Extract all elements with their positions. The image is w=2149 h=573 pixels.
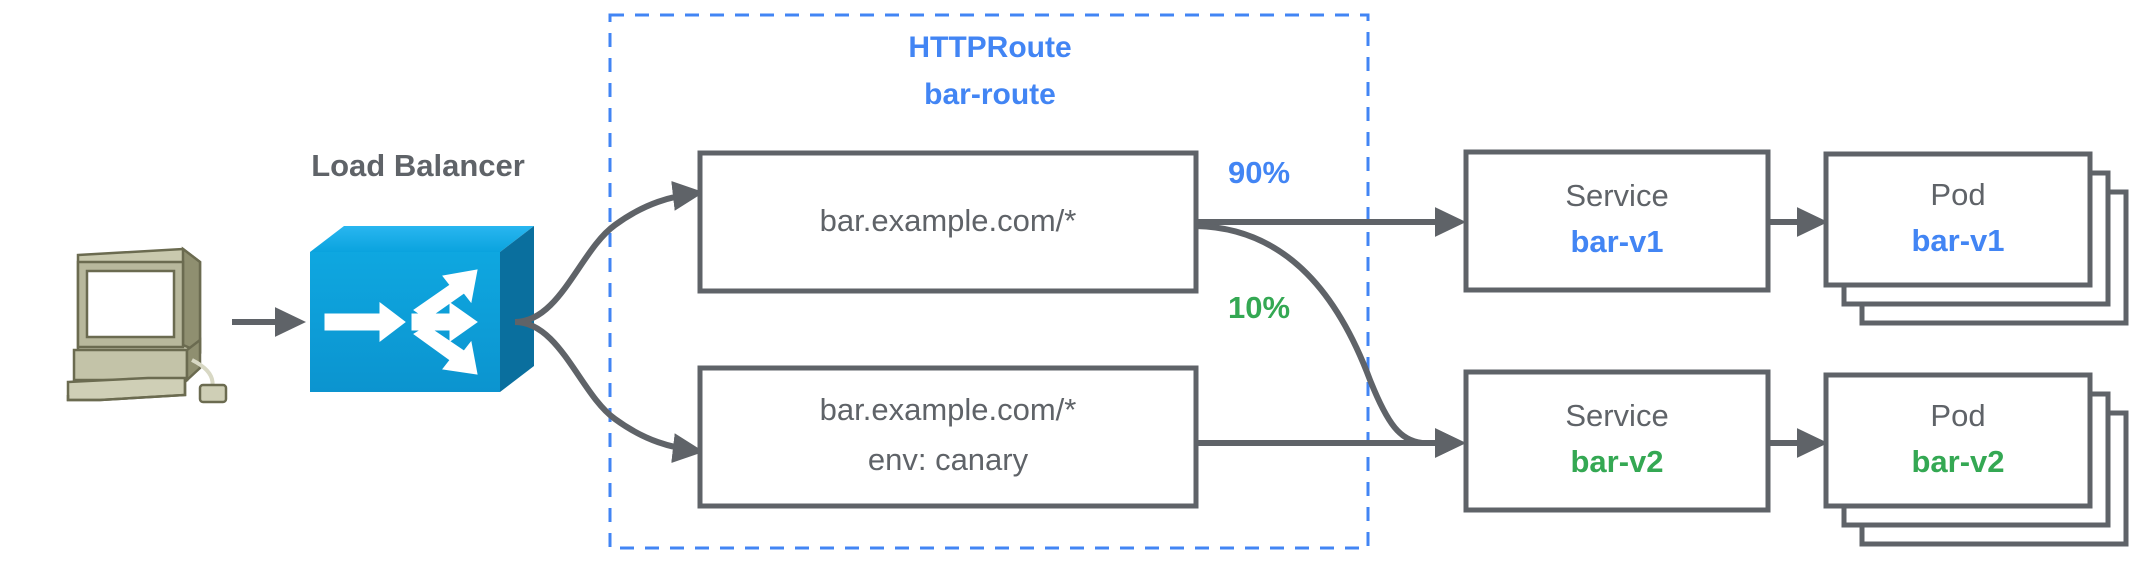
desktop-computer-icon — [66, 246, 228, 404]
pod-stack-bar-v2[interactable]: Pod bar-v2 — [1823, 372, 2129, 547]
route-rule-box-1[interactable]: bar.example.com/* — [697, 150, 1199, 294]
route-rule-2-header-match: env: canary — [868, 442, 1029, 477]
service-bar-v1-kind: Service — [1565, 178, 1668, 213]
pod-bar-v1-kind: Pod — [1930, 177, 1985, 212]
pod-bar-v2-kind: Pod — [1930, 398, 1985, 433]
service-bar-v2-kind: Service — [1565, 398, 1668, 433]
route-rule-box-2[interactable]: bar.example.com/* env: canary — [697, 365, 1199, 509]
httproute-boundary — [608, 13, 1370, 550]
httproute-kind-label: HTTPRoute — [908, 31, 1071, 64]
edge-rule1-to-service-bar-v2 — [1195, 223, 1467, 458]
httproute-name-label: bar-route — [924, 78, 1056, 111]
service-box-bar-v1[interactable]: Service bar-v1 — [1463, 149, 1771, 293]
service-bar-v1-name: bar-v1 — [1570, 224, 1663, 259]
network-switch-icon — [310, 226, 534, 392]
pod-bar-v1-name: bar-v1 — [1911, 223, 2004, 258]
pod-stack-bar-v1[interactable]: Pod bar-v1 — [1823, 151, 2129, 326]
load-balancer-label: Load Balancer — [311, 148, 525, 183]
route-rule-2-hostname: bar.example.com/* — [820, 392, 1077, 427]
pod-bar-v2-name: bar-v2 — [1911, 444, 2004, 479]
edge-lb-to-rule-1 — [514, 180, 704, 325]
edge-lb-to-rule-2 — [514, 319, 704, 464]
route-rule-1-hostname: bar.example.com/* — [820, 203, 1077, 238]
weight-label-90: 90% — [1228, 155, 1290, 190]
weight-label-10: 10% — [1228, 290, 1290, 325]
service-box-bar-v2[interactable]: Service bar-v2 — [1463, 369, 1771, 513]
service-bar-v2-name: bar-v2 — [1570, 444, 1663, 479]
